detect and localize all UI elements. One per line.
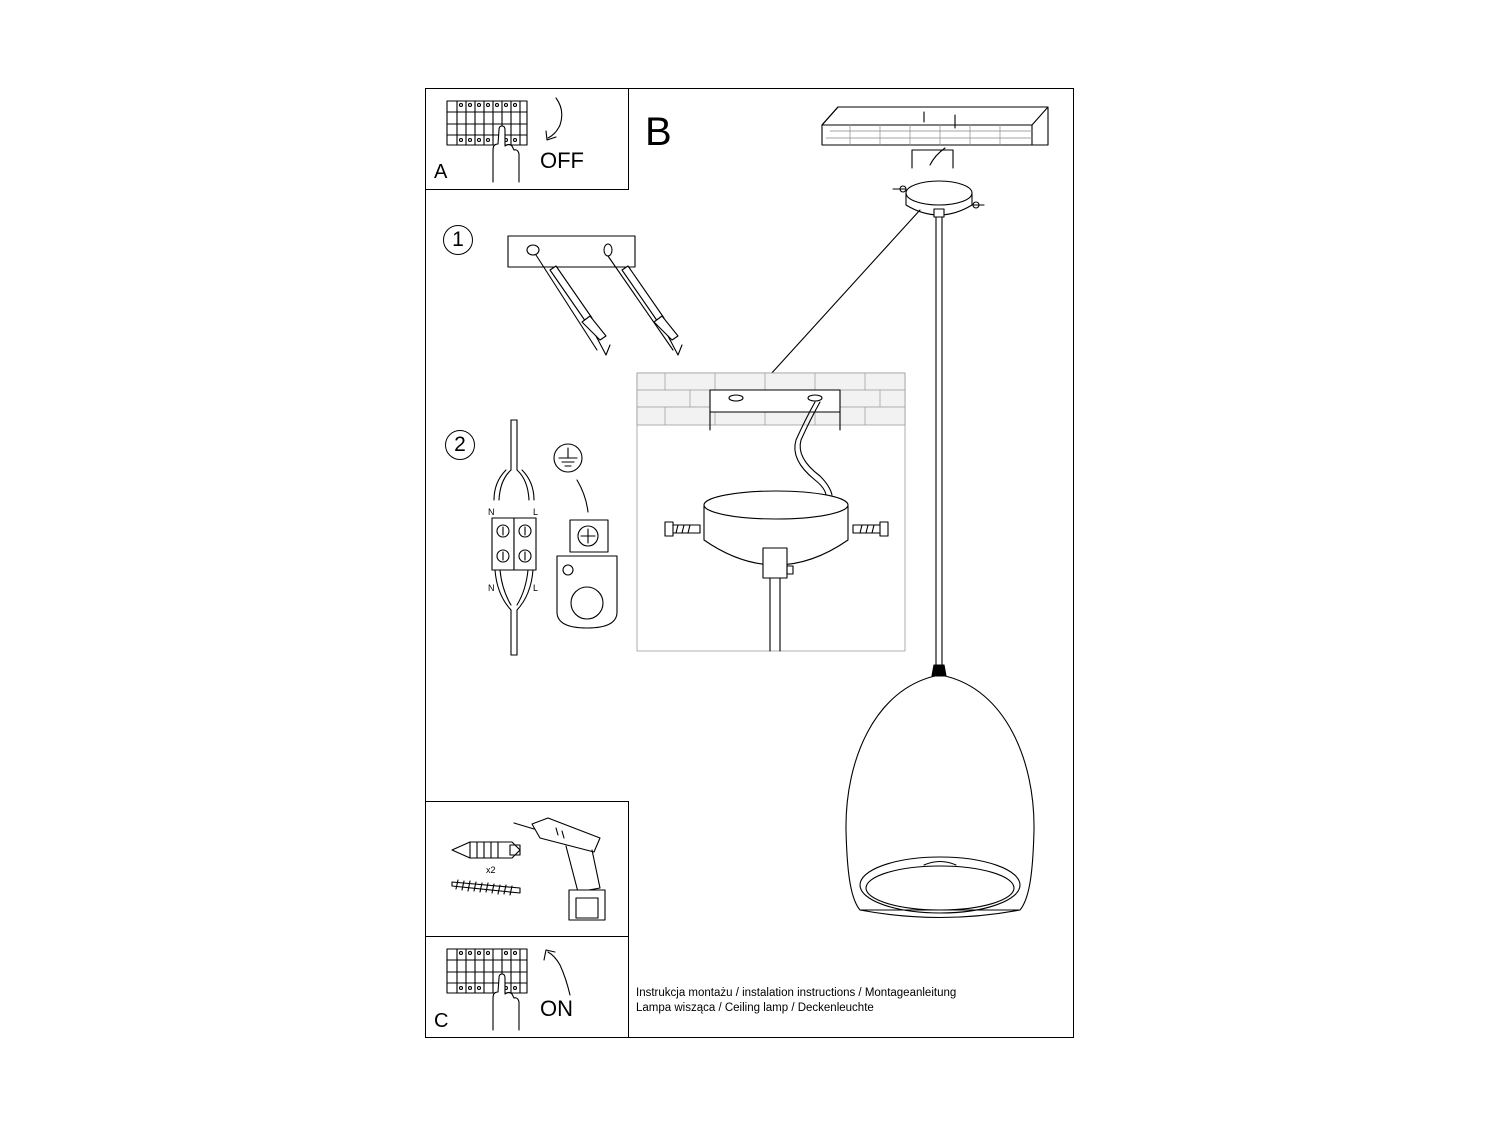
side-screw-right [852, 521, 889, 537]
instruction-sheet [425, 88, 1074, 1038]
canopy-detail [636, 372, 906, 652]
caption-line-1: Instrukcja montażu / instalation instruc… [636, 987, 957, 999]
arrow-down-icon [545, 97, 563, 141]
cable-grip [931, 664, 947, 677]
arrow-up-icon [543, 949, 571, 996]
ground-terminal-icon [553, 443, 618, 629]
caption: Instrukcja montażu / instalation instruc… [636, 986, 956, 1016]
drill-icon [513, 817, 606, 921]
step-c-letter: C [434, 1010, 449, 1032]
step-b-letter: B [645, 110, 672, 154]
wall-plug-icon [451, 841, 521, 859]
terminal-block-icon [491, 419, 537, 656]
off-label: OFF [540, 148, 584, 173]
live-label-top: L [533, 507, 539, 517]
side-screw-left [664, 521, 701, 537]
breaker-box-on-icon [446, 948, 528, 994]
live-label-bottom: L [533, 583, 539, 593]
step-a-letter: A [434, 161, 448, 183]
step-2-marker: 2 [445, 430, 475, 460]
neutral-label-bottom: N [488, 583, 495, 593]
breaker-box-icon [446, 100, 528, 146]
hand-on-icon [492, 973, 520, 1031]
step-1-marker: 1 [443, 225, 473, 255]
lamp-shade-icon [845, 675, 1035, 919]
on-label: ON [540, 996, 573, 1021]
hand-icon [492, 125, 520, 183]
drill-template-icon [507, 235, 683, 356]
ceiling-mount-icon [821, 106, 1049, 218]
caption-line-2: Lampa wisząca / Ceiling lamp / Deckenleu… [636, 1002, 874, 1014]
detail-leader-line [769, 209, 921, 376]
screw-icon [451, 879, 521, 896]
anchor-quantity: x2 [486, 865, 496, 875]
neutral-label-top: N [488, 507, 495, 517]
